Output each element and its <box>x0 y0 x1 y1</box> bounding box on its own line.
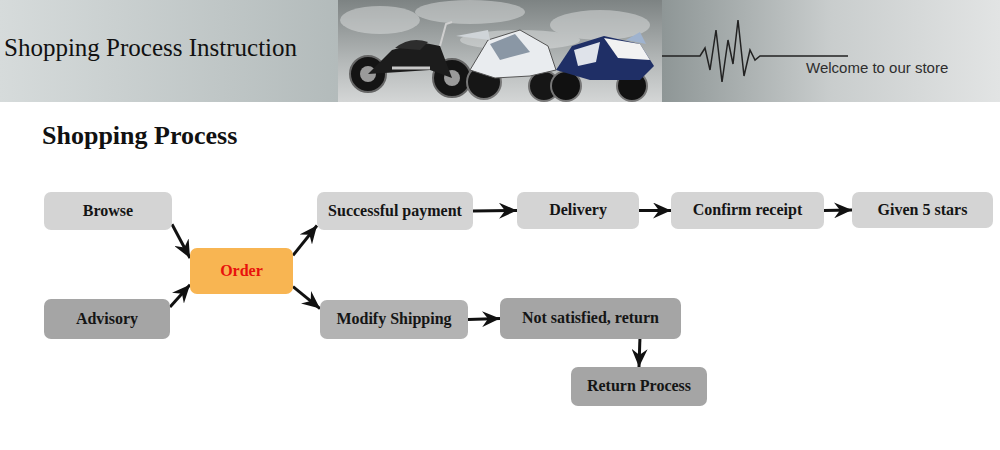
banner-title: Shopping Process Instruction <box>4 34 297 62</box>
node-label: Confirm receipt <box>693 201 802 219</box>
node-label: Order <box>220 262 263 280</box>
node-label: Return Process <box>587 377 691 395</box>
order-box: Order <box>190 248 293 294</box>
racing-motorcycle <box>551 32 654 101</box>
fairing-panel <box>574 42 600 66</box>
process-box: Advisory <box>44 299 170 339</box>
page-heading: Shopping Process <box>42 121 237 151</box>
process-box: Delivery <box>517 192 639 229</box>
node-label: Given 5 stars <box>878 201 968 219</box>
handlebar <box>440 22 452 46</box>
cloud <box>415 0 525 24</box>
node-label: Successful payment <box>328 202 462 220</box>
flow-arrow <box>473 209 517 213</box>
process-box: Not satisfied, return <box>500 298 681 339</box>
windscreen <box>626 32 646 44</box>
flow-arrow <box>293 225 317 255</box>
process-box: Modify Shipping <box>320 300 468 339</box>
banner-slogan: Welcome to our store <box>806 59 948 76</box>
cruiser-motorcycle <box>350 22 471 97</box>
flow-arrow <box>172 224 190 258</box>
process-box: Return Process <box>571 367 707 406</box>
fuel-tank <box>395 40 428 50</box>
sport-motorcycle <box>456 30 559 101</box>
node-label: Modify Shipping <box>336 310 451 328</box>
photo-background <box>338 0 662 102</box>
banner-panel <box>0 0 338 102</box>
cloud <box>340 6 420 34</box>
process-box: Successful payment <box>317 192 473 230</box>
banner-panel <box>662 0 1000 102</box>
node-label: Advisory <box>76 310 138 328</box>
flow-arrow <box>824 209 852 213</box>
flow-arrow <box>638 339 642 367</box>
exhaust <box>392 67 430 70</box>
node-label: Browse <box>83 202 133 220</box>
process-box: Confirm receipt <box>671 192 824 229</box>
process-box: Given 5 stars <box>852 192 993 228</box>
node-label: Not satisfied, return <box>522 309 659 327</box>
flow-arrow <box>170 285 190 307</box>
flow-arrow <box>639 209 671 212</box>
fairing-panel <box>490 34 530 60</box>
flow-arrow <box>293 287 320 309</box>
node-label: Delivery <box>549 201 607 219</box>
process-box: Browse <box>44 192 172 230</box>
tail <box>456 30 490 40</box>
flow-arrow <box>468 319 500 320</box>
